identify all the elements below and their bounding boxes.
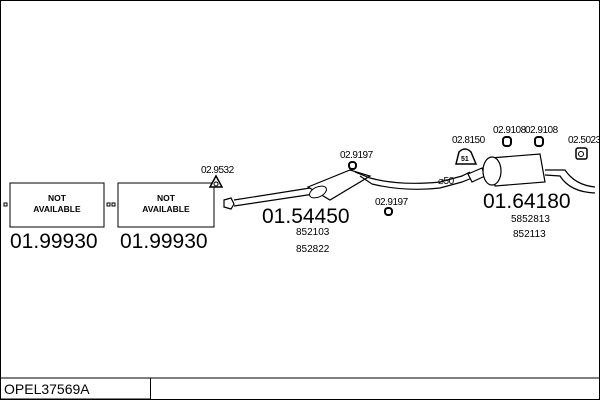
accessory-clamp[interactable]: 02.8150 51 [452,135,486,165]
accessory-hanger[interactable]: 02.9197 [375,197,409,216]
reference-number: 852113 [513,229,546,240]
accessory-bracket[interactable]: 02.5023 [568,135,600,160]
diagram-title: OPEL37569A [4,381,90,397]
not-available-box [117,182,215,228]
clamp-icon [455,148,478,165]
accessory-hanger[interactable]: 02.9197 [340,150,374,170]
rubber-hanger-icon [384,207,393,216]
reference-number: 5852813 [511,214,550,225]
clamp-size-label: 51 [461,156,469,163]
bracket-hole-icon [578,151,584,157]
connector-icon [3,202,8,207]
accessory-number: 02.9108 [525,125,559,136]
connector-icon [106,202,111,207]
pipe-icon [354,171,441,190]
pipe-icon [233,187,315,207]
gasket-hole-icon [213,181,219,187]
flange-icon [223,197,235,210]
part-number: 01.54450 [262,205,350,228]
part-number: 01.64180 [483,190,571,213]
accessory-number: 02.9197 [375,197,409,208]
rubber-hanger-icon [534,136,544,147]
accessory-hanger[interactable]: 02.9108 [525,125,559,147]
muffler-end-icon [482,156,502,186]
reference-number: 852822 [296,244,330,255]
box-text: AVAILABLE [33,204,81,214]
pipe-diameter-label: ⌀50 [438,176,455,187]
accessory-number: 02.9532 [201,165,235,176]
part-2[interactable]: NOT AVAILABLE 01.99930 [111,182,215,253]
part-number: 01.99930 [10,230,98,253]
connector-icon [111,202,116,207]
part-number: 01.99930 [120,230,208,253]
rubber-hanger-icon [502,136,512,147]
tailpipe-icon [544,169,596,194]
accessory-hanger[interactable]: 02.9108 [493,125,527,147]
accessory-number: 02.9108 [493,125,527,136]
accessory-number: 02.5023 [568,135,600,146]
reference-number: 852103 [296,227,330,238]
accessory-number: 02.9197 [340,150,374,161]
middle-silencer[interactable]: 01.54450 852103 852822 [223,169,441,255]
rubber-hanger-icon [348,161,357,170]
box-text: NOT [157,193,176,203]
accessory-number: 02.8150 [452,135,486,146]
title-box [0,377,151,400]
rear-silencer[interactable]: ⌀50 01.64180 5852813 852113 [438,153,596,240]
bracket-icon [575,147,588,160]
not-available-box [9,182,105,228]
part-1[interactable]: NOT AVAILABLE 01.99930 [3,182,111,253]
box-text: AVAILABLE [142,204,190,214]
pipe-icon [439,171,473,189]
muffler-end-icon [309,185,327,199]
accessory-gasket[interactable]: 02.9532 [201,165,235,188]
box-text: NOT [48,193,67,203]
